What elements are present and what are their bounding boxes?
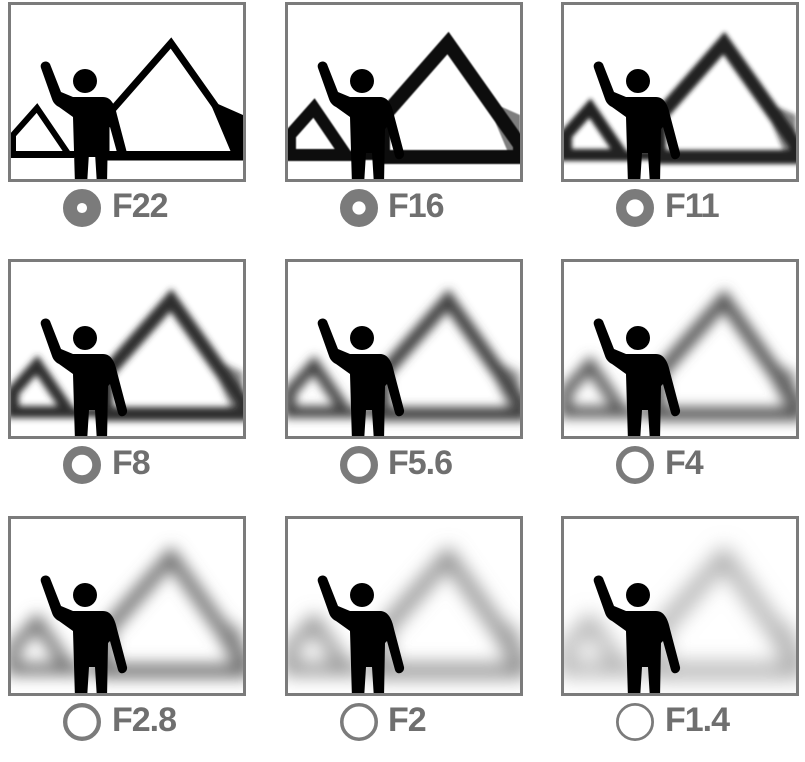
aperture-panel: F22 xyxy=(8,2,246,248)
scene-illustration xyxy=(11,5,243,179)
fstop-label-row: F11 xyxy=(561,186,799,230)
small-pyramid xyxy=(566,365,622,412)
aperture-circle-icon xyxy=(63,446,101,484)
photo-frame xyxy=(8,516,246,696)
scene-illustration xyxy=(564,519,796,693)
large-pyramid xyxy=(659,43,796,157)
background-mountains xyxy=(11,300,243,417)
aperture-circle-icon xyxy=(340,189,378,227)
fstop-value: F2.8 xyxy=(112,698,176,742)
aperture-circle-icon xyxy=(616,703,654,741)
small-pyramid xyxy=(566,108,622,155)
photo-frame xyxy=(8,2,246,182)
large-pyramid xyxy=(659,557,796,671)
scene-illustration xyxy=(564,262,796,436)
small-pyramid xyxy=(290,108,346,155)
background-mountains xyxy=(564,43,796,160)
fstop-label-row: F8 xyxy=(8,443,246,487)
photo-frame xyxy=(285,259,523,439)
small-pyramid xyxy=(13,622,69,669)
fstop-label-row: F4 xyxy=(561,443,799,487)
scene-illustration xyxy=(564,5,796,179)
aperture-panel: F2 xyxy=(285,516,523,762)
pyramid-shadow xyxy=(486,100,520,157)
horizon-line xyxy=(564,408,796,417)
aperture-circle-icon xyxy=(63,703,101,741)
background-mountains xyxy=(288,557,520,674)
pyramid-shadow xyxy=(762,357,796,414)
horizon-line xyxy=(11,408,243,417)
small-pyramid xyxy=(566,622,622,669)
photo-frame xyxy=(285,516,523,696)
large-pyramid xyxy=(383,557,520,671)
aperture-circle-icon xyxy=(340,446,378,484)
background-mountains xyxy=(564,300,796,417)
horizon-line xyxy=(288,665,520,674)
pyramid-shadow xyxy=(486,614,520,671)
large-pyramid xyxy=(659,300,796,414)
fstop-label-row: F22 xyxy=(8,186,246,230)
fstop-value: F5.6 xyxy=(388,441,452,485)
large-pyramid xyxy=(383,43,520,157)
aperture-panel: F8 xyxy=(8,259,246,505)
pyramid-shadow xyxy=(209,357,243,414)
scene-illustration xyxy=(11,262,243,436)
pyramid-shadow xyxy=(762,614,796,671)
fstop-value: F4 xyxy=(665,441,703,485)
scene-illustration xyxy=(288,262,520,436)
aperture-circle-icon xyxy=(63,189,101,227)
pyramid-shadow xyxy=(486,357,520,414)
fstop-label-row: F1.4 xyxy=(561,700,799,744)
background-mountains xyxy=(288,300,520,417)
photo-frame xyxy=(8,259,246,439)
large-pyramid xyxy=(106,43,243,157)
fstop-label-row: F2.8 xyxy=(8,700,246,744)
background-mountains xyxy=(288,43,520,160)
fstop-label-row: F5.6 xyxy=(285,443,523,487)
pyramid-shadow xyxy=(209,100,243,157)
fstop-label-row: F2 xyxy=(285,700,523,744)
aperture-panel: F4 xyxy=(561,259,799,505)
aperture-panel: F5.6 xyxy=(285,259,523,505)
aperture-circle-icon xyxy=(616,446,654,484)
scene-illustration xyxy=(288,5,520,179)
scene-illustration xyxy=(288,519,520,693)
small-pyramid xyxy=(290,365,346,412)
pyramid-shadow xyxy=(762,100,796,157)
photo-frame xyxy=(561,516,799,696)
photo-frame xyxy=(561,259,799,439)
fstop-label-row: F16 xyxy=(285,186,523,230)
pyramid-shadow xyxy=(209,614,243,671)
fstop-value: F22 xyxy=(112,184,168,228)
background-mountains xyxy=(11,43,243,157)
large-pyramid xyxy=(383,300,520,414)
horizon-line xyxy=(564,151,796,160)
aperture-panel: F11 xyxy=(561,2,799,248)
fstop-value: F1.4 xyxy=(665,698,729,742)
horizon-line xyxy=(564,665,796,674)
fstop-value: F8 xyxy=(112,441,150,485)
fstop-value: F11 xyxy=(665,184,719,228)
aperture-circle-icon xyxy=(340,703,378,741)
background-mountains xyxy=(564,557,796,674)
aperture-panel: F1.4 xyxy=(561,516,799,762)
large-pyramid xyxy=(106,300,243,414)
horizon-line xyxy=(288,151,520,160)
small-pyramid xyxy=(290,622,346,669)
photo-frame xyxy=(285,2,523,182)
small-pyramid xyxy=(13,365,69,412)
horizon-line xyxy=(11,665,243,674)
large-pyramid xyxy=(106,557,243,671)
small-pyramid xyxy=(13,108,69,155)
fstop-value: F16 xyxy=(388,184,444,228)
aperture-circle-icon xyxy=(616,189,654,227)
horizon-line xyxy=(288,408,520,417)
aperture-panel: F2.8 xyxy=(8,516,246,762)
aperture-panel: F16 xyxy=(285,2,523,248)
scene-illustration xyxy=(11,519,243,693)
person-silhouette-icon xyxy=(41,61,127,179)
photo-frame xyxy=(561,2,799,182)
background-mountains xyxy=(11,557,243,674)
fstop-value: F2 xyxy=(388,698,426,742)
